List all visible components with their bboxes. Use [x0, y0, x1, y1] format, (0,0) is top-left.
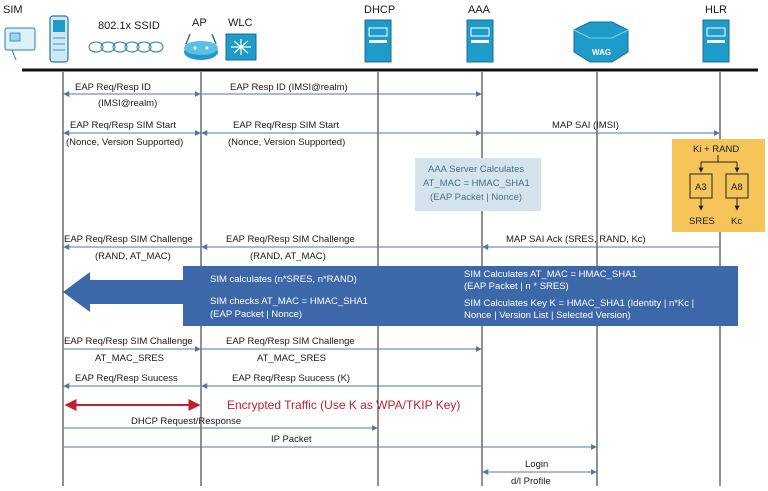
hlr-algorithm-box: Ki + RAND A3 A8 SRES Kc [672, 139, 765, 232]
aaa-calc-line-3: (EAP Packet | Nonce) [430, 192, 522, 203]
msg-at-mac-sres-1: AT_MAC_SRES [95, 353, 164, 364]
dhcp-label: DHCP [364, 4, 395, 16]
msg-map-sai-ack: MAP SAI Ack (SRES, RAND, Kc) [506, 234, 646, 245]
banner-right-3: SIM Calculates Key K = HMAC_SHA1 (Identi… [464, 298, 694, 309]
wireless-signal-icon [88, 41, 164, 53]
msg-sim-challenge-3: EAP Req/Resp SIM Challenge [64, 336, 193, 347]
banner-left-3: (EAP Packet | Nonce) [210, 309, 302, 320]
access-point-icon [184, 33, 218, 60]
msg-sim-challenge-2: EAP Req/Resp SIM Challenge [226, 234, 355, 245]
msg-rand-atmac-2: (RAND, AT_MAC) [250, 251, 326, 262]
msg-sim-start-1: EAP Req/Resp SIM Start [70, 120, 176, 131]
banner-left-1: SIM calculates (n*SRES, n*RAND) [210, 274, 357, 285]
wag-label: WAG [592, 48, 611, 57]
mobile-phone-icon [49, 15, 69, 63]
msg-nonce-version-2: (Nonce, Version Supported) [228, 137, 345, 148]
msg-success-1: EAP Req/Resp Suucess [75, 373, 178, 384]
ssid-label: 802.1x SSID [98, 20, 160, 32]
aaa-calculation-box: AAA Server Calculates AT_MAC = HMAC_SHA1… [415, 158, 541, 211]
sim-card-icon [4, 27, 36, 61]
msg-dl-profile: d/l Profile [511, 476, 551, 487]
banner-right-4: Nonce | Version List | Selected Version) [464, 310, 631, 321]
hlr-ki-rand: Ki + RAND [693, 144, 739, 155]
msg-eap-resp-id: EAP Resp ID (IMSI@realm) [230, 82, 348, 93]
banner-left-2: SIM checks AT_MAC = HMAC_SHA1 [210, 296, 368, 307]
wag-gateway-icon: WAG [573, 21, 629, 63]
msg-success-2: EAP Req/Resp Suucess (K) [232, 373, 350, 384]
msg-ip-packet: IP Packet [271, 434, 312, 445]
wireless-controller-icon [225, 33, 257, 61]
msg-sim-start-2: EAP Req/Resp SIM Start [233, 120, 339, 131]
ap-label: AP [192, 17, 207, 29]
msg-at-mac-sres-2: AT_MAC_SRES [257, 353, 326, 364]
msg-login: Login [525, 459, 548, 470]
msg-rand-atmac-1: (RAND, AT_MAC) [95, 251, 171, 262]
hlr-server-icon [702, 19, 730, 63]
msg-sim-challenge-4: EAP Req/Resp SIM Challenge [226, 336, 355, 347]
msg-encrypted-traffic: Encrypted Traffic (Use K as WPA/TKIP Key… [227, 398, 460, 412]
msg-dhcp: DHCP Request/Response [131, 416, 241, 427]
msg-map-sai: MAP SAI (IMSI) [552, 120, 619, 131]
hlr-sres: SRES [689, 216, 715, 227]
hlr-a3: A3 [695, 182, 707, 193]
aaa-calc-line-2: AT_MAC = HMAC_SHA1 [423, 178, 530, 189]
msg-sim-challenge-1: EAP Req/Resp SIM Challenge [64, 234, 193, 245]
hlr-a8: A8 [731, 182, 743, 193]
aaa-server-icon [466, 19, 494, 63]
banner-right-2: (EAP Packet | n * SRES) [464, 281, 569, 292]
msg-imsi-realm: (IMSI@realm) [98, 98, 157, 109]
wlc-label: WLC [228, 17, 253, 29]
sim-label: SIM [3, 4, 23, 16]
dhcp-server-icon [364, 19, 392, 63]
aaa-calc-line-1: AAA Server Calculates [428, 164, 524, 175]
banner-right-1: SIM Calculates AT_MAC = HMAC_SHA1 [464, 269, 637, 280]
msg-nonce-version-1: (Nonce, Version Supported) [66, 137, 183, 148]
hlr-label: HLR [705, 4, 727, 16]
msg-eap-req-resp-id: EAP Req/Resp ID [75, 82, 151, 93]
aaa-label: AAA [468, 4, 491, 16]
sim-calculation-banner: SIM calculates (n*SRES, n*RAND) SIM chec… [63, 266, 738, 326]
hlr-kc: Kc [731, 216, 742, 227]
